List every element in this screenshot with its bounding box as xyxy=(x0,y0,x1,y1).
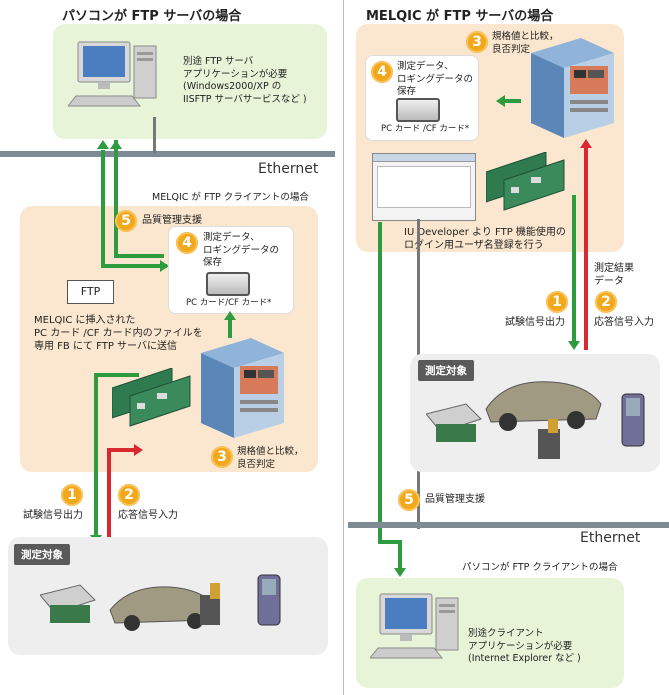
upload-arrow-horizontal xyxy=(114,254,164,258)
melqic-boards-icon xyxy=(486,152,565,211)
step-4-line: ロギングデータの xyxy=(203,244,280,256)
upload-arrow-head xyxy=(97,140,109,149)
response-arrow-head xyxy=(134,444,143,456)
step-4-label: 測定データ、 ロギングデータの 保存 xyxy=(397,61,473,99)
left-ethernet-label: Ethernet xyxy=(258,161,319,177)
left-ethernet-bar xyxy=(0,151,335,157)
center-divider xyxy=(343,0,344,695)
step-3-label: 規格値と比較， 良否判定 xyxy=(237,446,304,471)
step-2-badge: 2 xyxy=(118,484,140,506)
pc-drop-line xyxy=(153,117,156,153)
pc-note-line: 別途 FTP サーバ xyxy=(183,56,254,67)
pc-note-line: (Internet Explorer など ) xyxy=(468,653,581,664)
upload-arrow-head xyxy=(160,260,169,272)
step-3-line: 規格値と比較， xyxy=(237,446,304,457)
pc-note-line: 別途クライアント xyxy=(468,628,544,639)
iu-note-line: IU Developer より FTP 機能使用の xyxy=(404,227,566,238)
save-arrow-line xyxy=(505,99,521,103)
right-title: MELQIC が FTP サーバの場合 xyxy=(366,9,554,24)
step-5-badge: 5 xyxy=(115,210,137,232)
upload-arrow-horizontal xyxy=(101,264,167,268)
step-4-line: ロギングデータの xyxy=(397,73,474,85)
right-client-title: パソコンが FTP クライアントの場合 xyxy=(462,562,618,573)
step-3-line: 規格値と比較， xyxy=(492,31,559,42)
pc-server-icon xyxy=(68,41,157,107)
send-note-line: 専用 FB にて FTP サーバに送信 xyxy=(34,341,177,352)
save-arrow-head xyxy=(224,311,236,320)
pc-client-icon xyxy=(370,593,459,659)
melqic-boards-icon xyxy=(112,368,191,427)
target-devices-icon xyxy=(40,574,281,631)
download-arrow-line xyxy=(398,540,402,572)
step-2-label: 応答信号入力 xyxy=(118,510,178,521)
download-arrow-line xyxy=(378,222,382,542)
pc-note-line: アプリケーションが必要 xyxy=(183,68,288,80)
left-client-title: MELQIC が FTP クライアントの場合 xyxy=(152,192,309,203)
response-arrow-head xyxy=(580,139,592,148)
step-3-badge: 3 xyxy=(466,31,488,53)
send-note: MELQIC に挿入された PC カード /CF カード内のファイルを 専用 F… xyxy=(34,314,203,353)
upload-arrow-head xyxy=(110,140,122,149)
step-4-card: PC カード /CF カード* xyxy=(381,124,470,134)
step-4-line: 測定データ、 xyxy=(203,232,260,243)
save-arrow-line xyxy=(228,320,232,338)
response-arrow-h xyxy=(107,448,139,452)
card-device-icon xyxy=(396,98,440,122)
step-1-badge: 1 xyxy=(61,484,83,506)
step-3-badge: 3 xyxy=(211,446,233,468)
target-devices-icon xyxy=(426,381,645,459)
left-target-tag: 測定対象 xyxy=(14,544,70,565)
step-4-card: PC カード/CF カード* xyxy=(186,298,272,308)
pc-note-line: IISFTP サーバサービスなど ) xyxy=(183,93,307,105)
result-line: データ xyxy=(594,275,624,287)
iu-note-line: ログイン用ユーザ名登録を行う xyxy=(404,240,544,251)
send-note-line: PC カード /CF カード内のファイルを xyxy=(34,328,203,339)
upload-arrow-line xyxy=(101,150,105,268)
send-note-line: MELQIC に挿入された xyxy=(34,315,136,326)
test-signal-arrow-h xyxy=(94,373,139,377)
card-device-icon xyxy=(206,272,250,296)
step-4-badge: 4 xyxy=(176,232,198,254)
right-pc-note: 別途クライアント アプリケーションが必要 (Internet Explorer … xyxy=(468,628,581,666)
right-ethernet-bar xyxy=(348,522,669,528)
result-label: 測定結果 データ xyxy=(594,263,634,288)
right-ethernet-label: Ethernet xyxy=(580,530,641,546)
melqic-cabinet-icon xyxy=(531,38,614,138)
step-3-line: 良否判定 xyxy=(492,43,531,55)
step-3-line: 良否判定 xyxy=(237,458,276,470)
step-2-label: 応答信号入力 xyxy=(594,317,654,328)
step-2-badge: 2 xyxy=(595,291,617,313)
step-1-badge: 1 xyxy=(546,291,568,313)
download-arrow-h xyxy=(378,540,402,544)
test-signal-arrow-line xyxy=(572,195,576,343)
save-arrow-head xyxy=(496,95,505,107)
melqic-cabinet-icon xyxy=(201,338,284,438)
pc-note-line: アプリケーションが必要 xyxy=(468,640,573,652)
response-arrow-line xyxy=(584,148,588,350)
step-1-label: 試験信号出力 xyxy=(505,317,565,328)
step-5-label: 品質管理支援 xyxy=(425,494,485,505)
test-signal-arrow-head xyxy=(568,341,580,350)
step-3-label: 規格値と比較， 良否判定 xyxy=(492,31,559,56)
step-4-line: 測定データ、 xyxy=(397,61,454,72)
step-5-label: 品質管理支援 xyxy=(142,215,202,226)
pc-note-line: (Windows2000/XP の xyxy=(183,81,282,92)
left-pc-note: 別途 FTP サーバ アプリケーションが必要 (Windows2000/XP の… xyxy=(183,56,307,106)
iu-note: IU Developer より FTP 機能使用の ログイン用ユーザ名登録を行う xyxy=(404,226,566,252)
step-4-line: 保存 xyxy=(203,257,223,268)
upload-arrow-line xyxy=(114,140,118,258)
step-4-label: 測定データ、 ロギングデータの 保存 xyxy=(203,232,279,270)
test-signal-arrow-line xyxy=(94,373,98,538)
left-title: パソコンが FTP サーバの場合 xyxy=(62,9,242,24)
response-arrow-line xyxy=(107,448,111,544)
iu-developer-window xyxy=(372,153,476,221)
step-4-badge: 4 xyxy=(371,61,393,83)
step-1-label: 試験信号出力 xyxy=(23,510,83,521)
download-arrow-head xyxy=(394,568,406,577)
step-4-line: 保存 xyxy=(397,86,417,97)
right-target-tag: 測定対象 xyxy=(418,360,474,381)
step-5-badge: 5 xyxy=(398,489,420,511)
result-line: 測定結果 xyxy=(594,263,634,274)
ftp-label-box: FTP xyxy=(67,280,114,304)
